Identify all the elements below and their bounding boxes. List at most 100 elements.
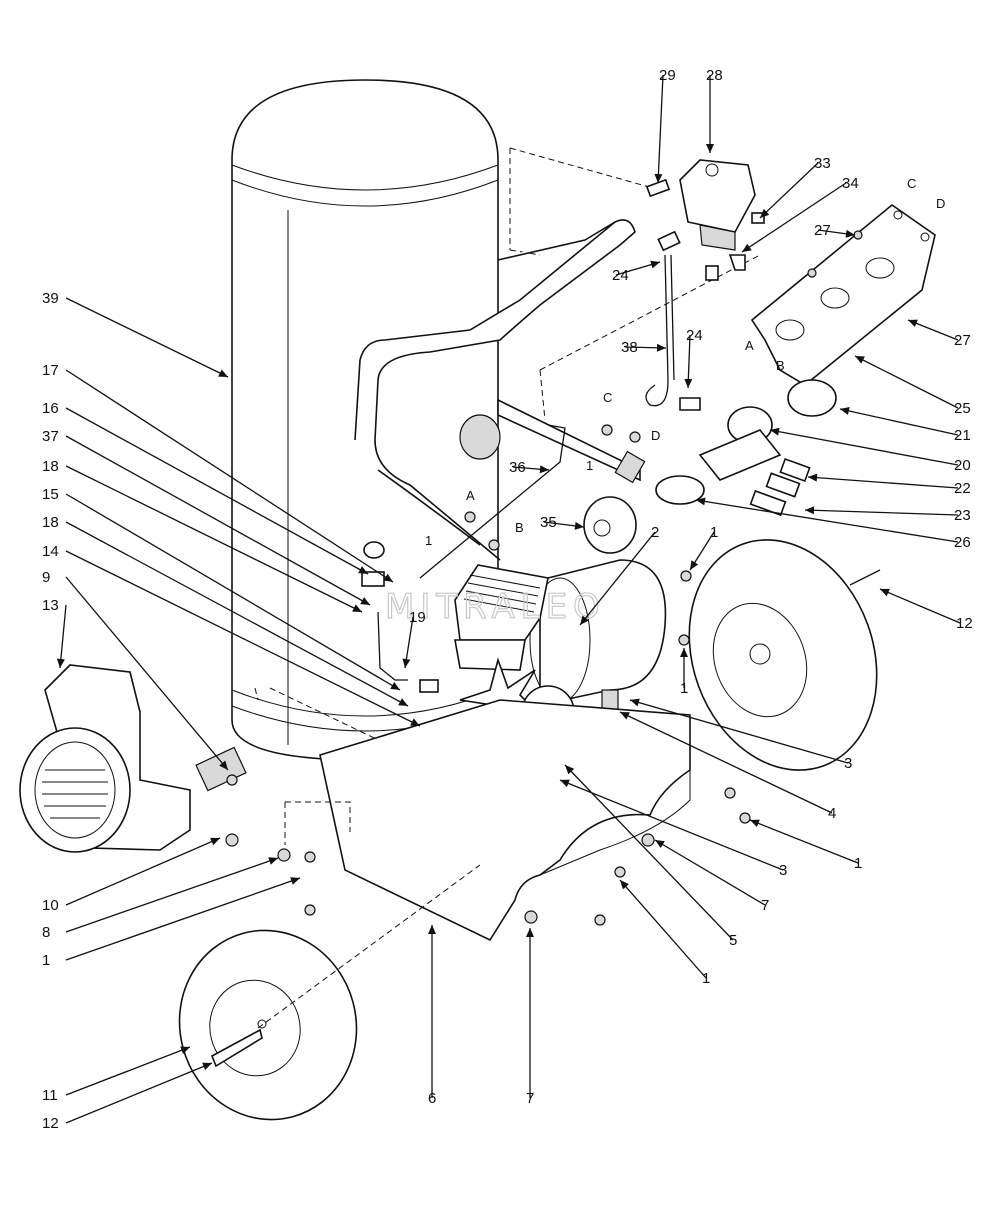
- callout-number: 1: [710, 524, 718, 541]
- callout-c18b: 18: [42, 514, 409, 707]
- callout-c5: 5: [564, 764, 737, 949]
- callout-number: 1: [42, 952, 50, 969]
- leader-line: [65, 857, 279, 933]
- arrowhead: [696, 497, 706, 506]
- arrowhead: [180, 1046, 190, 1054]
- callout-c14: 14: [42, 543, 421, 727]
- arrowhead: [539, 465, 549, 474]
- callout-number: 7: [526, 1090, 534, 1107]
- leader-line: [65, 1046, 191, 1096]
- callout-number: 3: [779, 862, 787, 879]
- reference-letter: A: [466, 488, 475, 503]
- arrowhead: [630, 698, 640, 707]
- callout-c29: 29: [654, 67, 676, 184]
- arrowhead: [580, 615, 589, 625]
- arrowhead: [268, 857, 278, 865]
- callout-c17: 17: [42, 362, 394, 583]
- coupler-23b: [749, 489, 787, 517]
- callout-number: 9: [42, 569, 50, 586]
- callout-c12a: 12: [879, 588, 973, 632]
- callout-number: 24: [686, 327, 703, 344]
- coupler-23a: [765, 472, 801, 498]
- callout-c16: 16: [42, 400, 369, 575]
- filter-26: [655, 475, 705, 505]
- arrowhead: [290, 877, 300, 885]
- callout-number: 29: [659, 67, 676, 84]
- callout-number: 34: [842, 175, 859, 192]
- callout-number: 33: [814, 155, 831, 172]
- callout-number: 1: [854, 855, 862, 872]
- callout-c25: 25: [854, 355, 971, 417]
- leader-line: [769, 429, 959, 466]
- callout-c7b: 7: [526, 928, 534, 1107]
- callout-c35: 35: [540, 514, 585, 531]
- callout-c28: 28: [706, 67, 723, 153]
- callout-c11: 11: [42, 1046, 191, 1104]
- callout-number: 1: [702, 970, 710, 987]
- callout-c33: 33: [759, 155, 831, 219]
- leader-line: [559, 779, 784, 871]
- callout-number: 12: [956, 615, 973, 632]
- leader-line: [654, 839, 766, 906]
- leader-line: [65, 837, 221, 906]
- leader-line: [59, 604, 67, 669]
- pressure-switch: [679, 159, 756, 251]
- arrowhead: [742, 243, 752, 252]
- shroud: [19, 664, 191, 853]
- arrowhead: [845, 229, 855, 238]
- callout-c24a: 24: [612, 260, 661, 284]
- callout-number: 22: [954, 480, 971, 497]
- callout-c8: 8: [42, 857, 279, 941]
- arrowhead: [358, 566, 368, 574]
- callout-c19: 19: [402, 609, 426, 669]
- callout-number: 8: [42, 924, 50, 941]
- reference-letter: D: [936, 196, 945, 211]
- manifold-bracket: [750, 203, 936, 386]
- arrowhead: [840, 407, 850, 415]
- leader-line: [65, 297, 229, 378]
- arrowhead: [410, 718, 420, 726]
- arrowhead: [770, 427, 780, 436]
- arrowhead: [654, 173, 663, 183]
- reference-letter: 1: [425, 533, 432, 548]
- callout-c20: 20: [769, 427, 971, 474]
- arrowhead: [398, 698, 408, 706]
- callout-c38: 38: [621, 339, 667, 356]
- fitting-34b: [728, 254, 746, 271]
- arrowhead: [650, 260, 660, 269]
- callout-c18a: 18: [42, 458, 363, 613]
- callout-c37: 37: [42, 428, 371, 606]
- arrowhead: [620, 880, 629, 890]
- callout-number: 18: [42, 458, 59, 475]
- callout-number: 20: [954, 457, 971, 474]
- reference-letter: 1: [586, 458, 593, 473]
- coupler-22: [779, 457, 811, 483]
- callout-c2: 2: [579, 524, 659, 626]
- callout-number: 39: [42, 290, 59, 307]
- callout-number: 14: [42, 543, 59, 560]
- arrowhead: [360, 597, 370, 605]
- arrowhead: [56, 658, 65, 668]
- leader-line: [695, 499, 959, 543]
- callout-number: 19: [409, 609, 426, 626]
- arrowhead: [805, 506, 815, 515]
- callout-number: 17: [42, 362, 59, 379]
- callout-c10: 10: [42, 837, 221, 914]
- callout-c22: 22: [807, 473, 971, 497]
- leader-line: [839, 408, 959, 436]
- leader-line: [65, 465, 363, 613]
- leader-line: [65, 877, 301, 961]
- leader-line: [65, 407, 369, 575]
- arrowhead: [383, 573, 393, 582]
- callout-number: 35: [540, 514, 557, 531]
- arrowhead: [880, 588, 890, 597]
- callout-number: 1: [680, 680, 688, 697]
- arrowhead: [908, 319, 918, 328]
- callout-number: 23: [954, 507, 971, 524]
- arrowhead: [526, 928, 534, 937]
- arrowhead: [656, 343, 666, 352]
- callout-c1d: 1: [42, 877, 301, 969]
- arrowhead: [760, 208, 770, 218]
- reference-letter: A: [745, 338, 754, 353]
